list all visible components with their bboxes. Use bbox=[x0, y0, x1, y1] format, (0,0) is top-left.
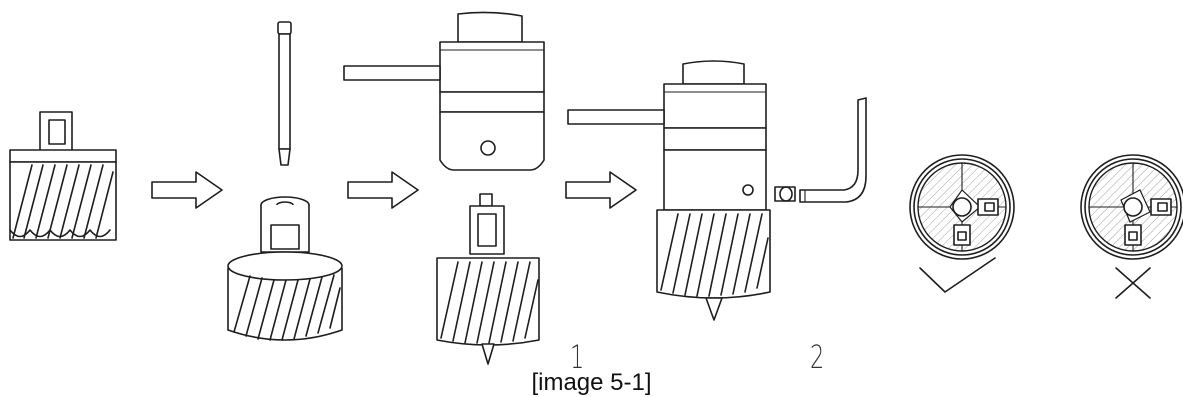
annular-cutter-1 bbox=[9, 111, 117, 241]
cross-mark-icon bbox=[1115, 267, 1151, 299]
check-mark-icon bbox=[919, 257, 996, 293]
drill-arbor-2 bbox=[567, 60, 771, 321]
step-label-1: 1 bbox=[570, 338, 584, 376]
hex-key bbox=[799, 97, 867, 203]
figure-caption: [image 5-1] bbox=[531, 369, 652, 396]
arrow-1-icon bbox=[151, 171, 223, 209]
annular-cutter-3 bbox=[436, 193, 540, 365]
arrow-3-icon bbox=[565, 171, 637, 209]
set-screw bbox=[774, 186, 796, 202]
pilot-pin bbox=[277, 21, 292, 166]
section-correct bbox=[909, 154, 1015, 260]
drill-arbor-1 bbox=[343, 11, 545, 171]
arrow-2-icon bbox=[347, 171, 419, 209]
step-label-2: 2 bbox=[810, 338, 824, 376]
annular-cutter-2 bbox=[227, 196, 343, 341]
section-incorrect bbox=[1080, 154, 1183, 260]
